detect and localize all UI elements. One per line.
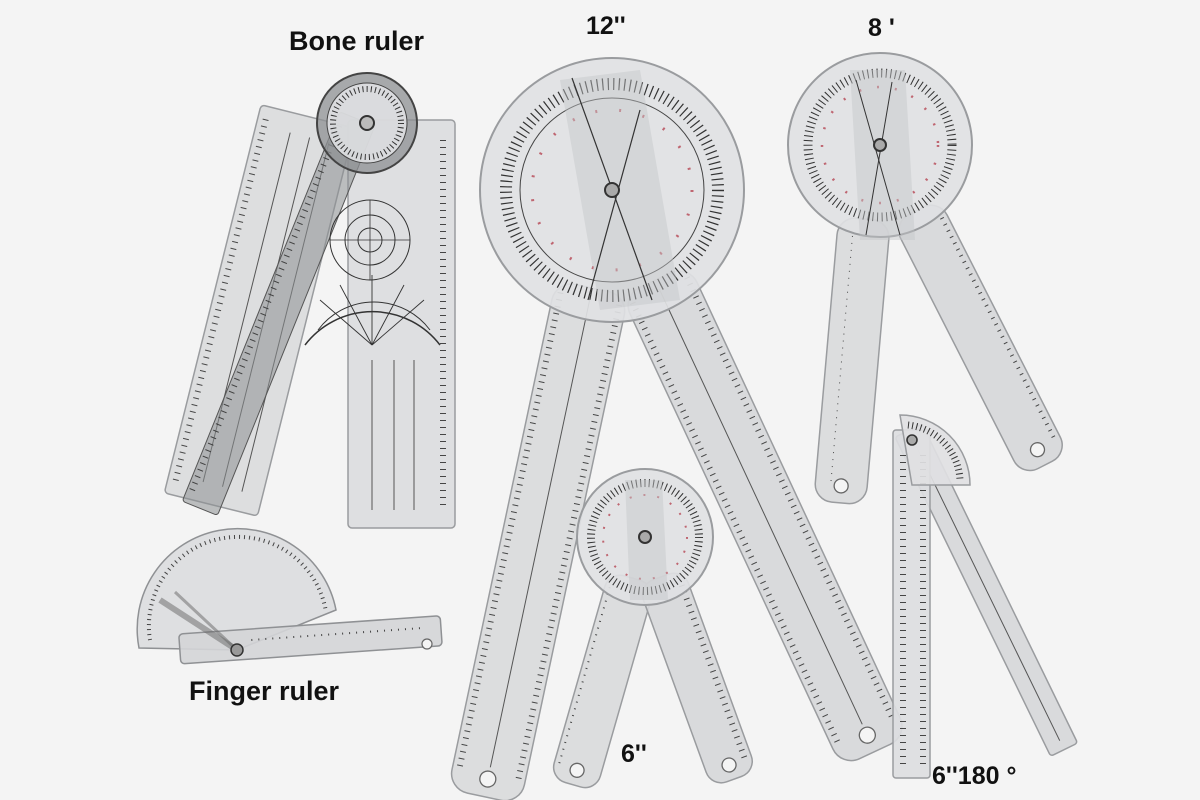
six-inch-label: 6'' <box>621 740 647 768</box>
bone-ruler-label: Bone ruler <box>289 26 425 56</box>
twelve-inch-label: 12'' <box>586 12 626 40</box>
finger-ruler-label: Finger ruler <box>189 676 340 706</box>
goniometer-6in <box>552 468 753 789</box>
goniometer-12in <box>450 57 903 800</box>
finger-ruler <box>136 527 443 665</box>
eight-inch-label: 8 ' <box>868 14 895 42</box>
goniometer-6in-180 <box>892 414 1078 779</box>
six-inch-180-label: 6''180 ° <box>932 762 1017 790</box>
bone-ruler <box>164 72 456 529</box>
goniometer-8in <box>787 52 1063 505</box>
